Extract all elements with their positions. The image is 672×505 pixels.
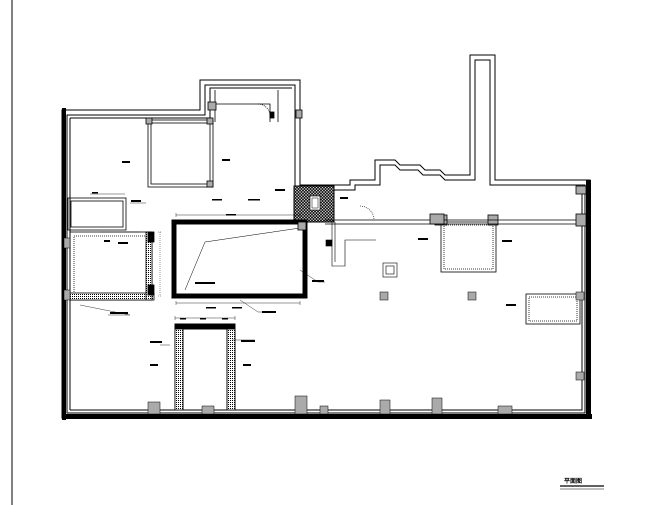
outer-walls xyxy=(61,54,591,419)
annotation-marks xyxy=(92,159,516,366)
room-central xyxy=(171,219,308,299)
room-left-upper xyxy=(67,197,127,231)
thick-walls xyxy=(62,108,592,420)
columns xyxy=(63,237,585,415)
room-right-middle xyxy=(434,214,499,273)
room-left-middle xyxy=(69,231,155,301)
room-right-small xyxy=(525,293,581,325)
stair-area xyxy=(325,205,398,278)
room-upper-left xyxy=(145,117,214,188)
interior-wall-right xyxy=(325,185,587,227)
drawing-title: 平面图 xyxy=(564,477,582,485)
room-top-small xyxy=(207,90,303,122)
title-block: 平面图 xyxy=(560,477,604,490)
dimension-lines xyxy=(79,193,325,346)
room-lower-corridor xyxy=(174,323,236,411)
